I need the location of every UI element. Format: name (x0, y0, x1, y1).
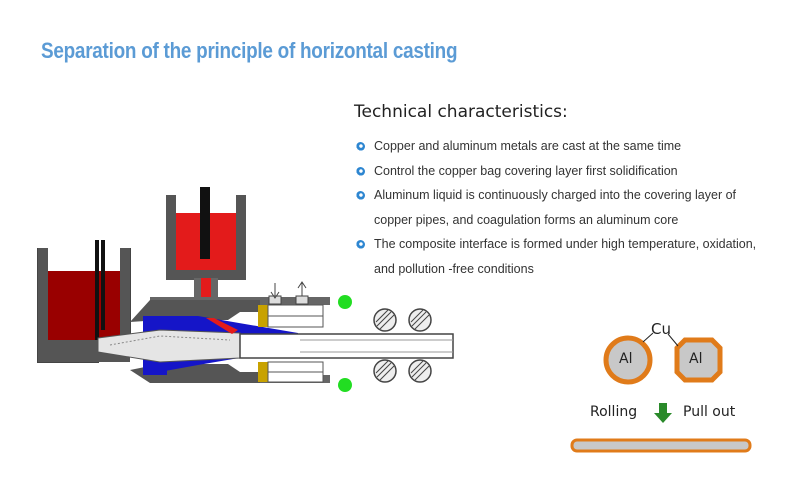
al-label-square: Al (689, 351, 703, 367)
cooling-dot-top (338, 295, 352, 309)
rolled-strip (570, 438, 752, 453)
page-title: Separation of the principle of horizonta… (41, 38, 458, 63)
list-item: Aluminum liquid is continuously charged … (356, 183, 776, 232)
technical-list: Copper and aluminum metals are cast at t… (356, 134, 776, 281)
al-label-round: Al (619, 351, 633, 367)
coolant-outlet (295, 281, 309, 305)
bullet-icon (356, 191, 365, 200)
cross-section-round (603, 335, 653, 385)
casting-mold (97, 281, 454, 383)
rolling-label: Rolling (590, 404, 638, 420)
list-item: The composite interface is formed under … (356, 232, 776, 281)
cross-section-square (674, 337, 723, 383)
down-arrow-icon (654, 403, 672, 423)
pinch-rolls (373, 308, 432, 383)
list-item: Copper and aluminum metals are cast at t… (356, 134, 776, 159)
technical-heading: Technical characteristics: (354, 102, 568, 122)
list-item: Control the copper bag covering layer fi… (356, 159, 776, 184)
cu-label: Cu (651, 320, 671, 338)
aluminum-melt (48, 271, 120, 340)
pull-out-label: Pull out (683, 404, 736, 420)
cooling-dot-bottom (338, 378, 352, 392)
bullet-icon (356, 240, 365, 249)
bullet-icon (356, 142, 365, 151)
bullet-icon (356, 166, 365, 176)
coolant-inlet (268, 283, 282, 305)
copper-crucible (166, 187, 246, 322)
